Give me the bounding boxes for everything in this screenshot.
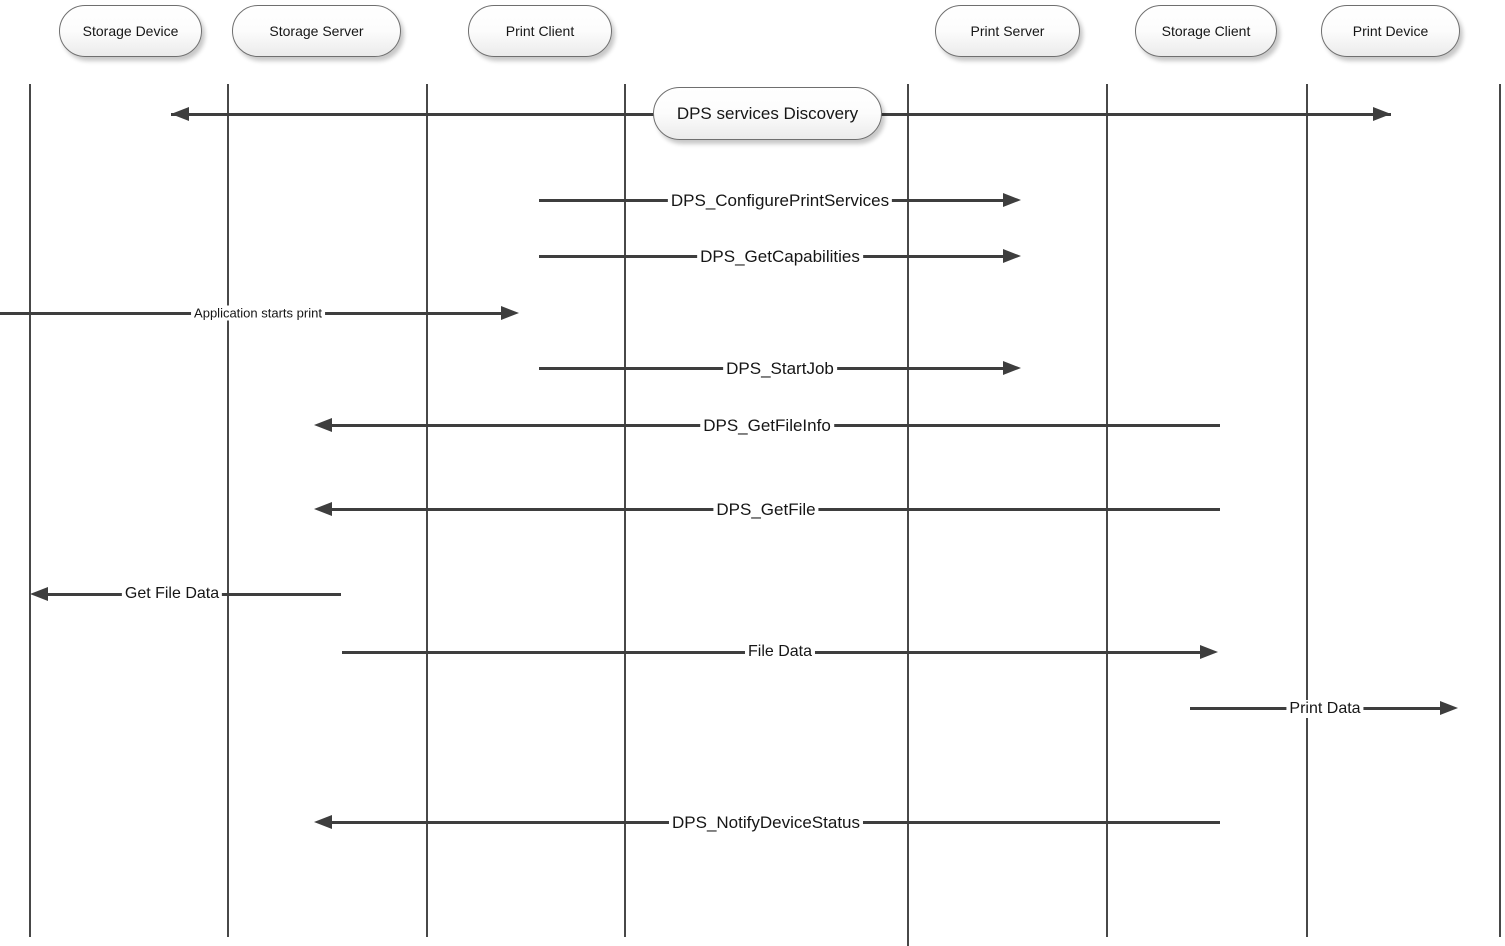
arrowhead-right-icon bbox=[1003, 361, 1021, 375]
actor-storage-server: Storage Server bbox=[232, 5, 401, 57]
actor-storage-client: Storage Client bbox=[1135, 5, 1277, 57]
actor-label: Print Server bbox=[970, 23, 1045, 39]
lifeline-5 bbox=[907, 84, 909, 946]
message-label: DPS_ConfigurePrintServices bbox=[667, 191, 893, 211]
arrowhead-right-icon bbox=[1440, 701, 1458, 715]
lifeline-2 bbox=[227, 84, 229, 937]
arrowhead-left-icon bbox=[314, 502, 332, 516]
lifeline-8 bbox=[1499, 84, 1501, 937]
lifeline-7 bbox=[1306, 84, 1308, 937]
message-label: File Data bbox=[744, 643, 816, 661]
actor-label: Print Client bbox=[505, 23, 575, 39]
message-label: DPS_StartJob bbox=[723, 359, 837, 379]
actor-label: Storage Server bbox=[269, 23, 364, 39]
arrowhead-left-icon bbox=[30, 587, 48, 601]
message-label: Print Data bbox=[1286, 700, 1364, 718]
message-label: DPS_GetCapabilities bbox=[697, 247, 863, 267]
arrowhead-right-icon bbox=[1003, 193, 1021, 207]
actor-label: Print Device bbox=[1352, 23, 1429, 39]
arrowhead-right-icon bbox=[501, 306, 519, 320]
actor-print-client: Print Client bbox=[468, 5, 612, 57]
message-label: DPS_GetFileInfo bbox=[700, 416, 834, 436]
arrowhead-right-icon bbox=[1003, 249, 1021, 263]
arrowhead-left-icon bbox=[314, 815, 332, 829]
message-label: Application starts print bbox=[191, 305, 325, 321]
message-label: Get File Data bbox=[121, 585, 223, 603]
message-label: DPS_NotifyDeviceStatus bbox=[668, 813, 864, 833]
actor-label: Storage Device bbox=[82, 23, 179, 39]
message-label: DPS services Discovery bbox=[676, 103, 859, 123]
arrowhead-left-icon bbox=[314, 418, 332, 432]
arrowhead-left-icon bbox=[171, 107, 189, 121]
lifeline-1 bbox=[29, 84, 31, 937]
actor-label: Storage Client bbox=[1161, 23, 1251, 39]
actor-print-device: Print Device bbox=[1321, 5, 1460, 57]
dps-services-discovery-label-box: DPS services Discovery bbox=[653, 87, 882, 140]
actor-print-server: Print Server bbox=[935, 5, 1080, 57]
actor-storage-device: Storage Device bbox=[59, 5, 202, 57]
arrowhead-right-icon bbox=[1200, 645, 1218, 659]
message-label: DPS_GetFile bbox=[713, 500, 819, 520]
arrowhead-right-icon bbox=[1373, 107, 1391, 121]
